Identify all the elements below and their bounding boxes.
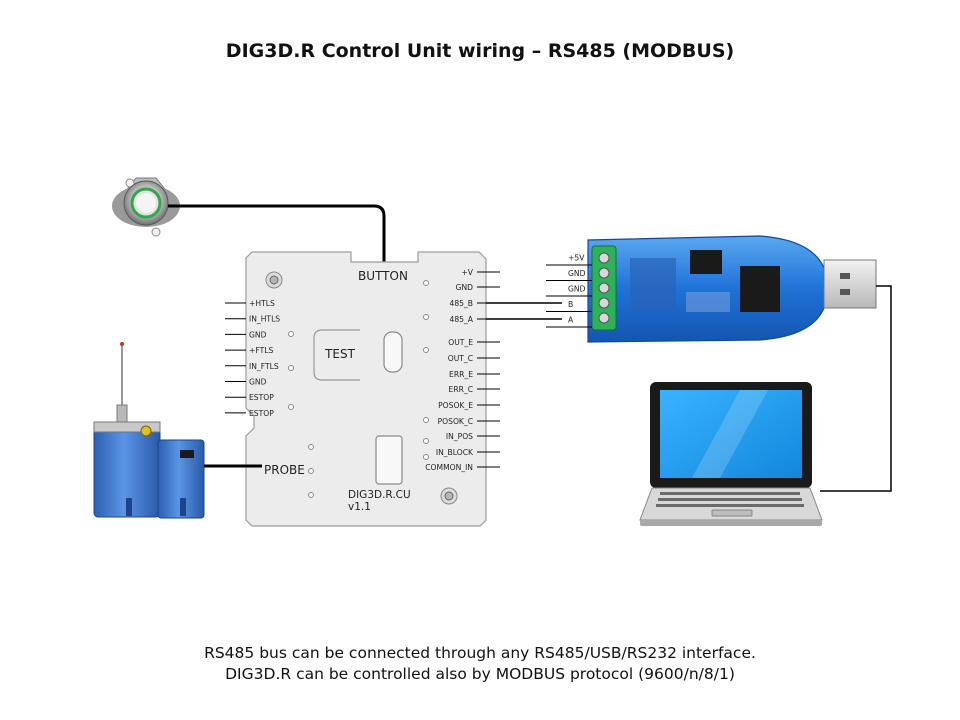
left-pin-ftls-3: +FTLS: [249, 346, 273, 355]
laptop-icon: [639, 382, 823, 526]
caption-line-2: DIG3D.R can be controlled also by MODBUS…: [225, 665, 735, 683]
caption-line-1: RS485 bus can be connected through any R…: [204, 644, 756, 662]
button-cable: [168, 204, 386, 266]
board-version-label: v1.1: [348, 501, 371, 513]
right-pin-err-e-6: ERR_E: [449, 370, 473, 379]
usb-pin-5v-0: +5V: [568, 254, 585, 263]
right-pin-in-pos-10: IN_POS: [446, 432, 473, 441]
right-pin-group: +V GND 485_B 485_A OUT_E OUT_C ERR_E ERR_C POSOK…: [425, 268, 500, 472]
right-pin-v-0: +V: [461, 268, 473, 277]
right-pin-gnd-1: GND: [456, 283, 474, 292]
usb-pin-b-3: B: [568, 300, 573, 309]
usb-pin-gnd-1: GND: [568, 269, 586, 278]
probe-sensor-icon: [93, 342, 205, 519]
usb-pin-group: +5V GND GND BA: [546, 254, 592, 328]
right-pin-posok-c-9: POSOK_C: [438, 417, 473, 426]
right-pin-err-c-7: ERR_C: [449, 385, 473, 394]
right-pin-in-block-11: IN_BLOCK: [436, 448, 474, 457]
right-pin-out-e-4: OUT_E: [448, 338, 473, 347]
right-pin-485-b-2: 485_B: [449, 299, 473, 308]
usb-pin-gnd-2: GND: [568, 285, 586, 294]
left-pin-in-ftls-4: IN_FTLS: [249, 362, 279, 371]
test-button-label: TEST: [324, 347, 356, 361]
left-pin-estop-6: ESTOP: [249, 393, 274, 402]
board-model-label: DIG3D.R.CU: [348, 489, 411, 501]
left-pin-estop-7: ESTOP: [249, 409, 274, 418]
right-pin-posok-e-8: POSOK_E: [438, 401, 473, 410]
left-pin-gnd-2: GND: [249, 330, 267, 339]
left-pin-group: +HTLS IN_HTLS GND +FTLS IN_FTLS GND ESTOP ESTOP: [225, 299, 280, 418]
usb-rs485-adapter-icon: [587, 235, 877, 343]
probe-connector-label: PROBE: [264, 463, 305, 477]
usb-pin-a-4: A: [568, 316, 574, 325]
push-button-icon: [112, 177, 180, 237]
usb-laptop-cable: [820, 285, 892, 492]
right-pin-common-in-12: COMMON_IN: [425, 463, 473, 472]
control-unit-board: BUTTON TEST PROBE DIG3D.R.CU v1.1: [245, 251, 487, 527]
diagram-title: DIG3D.R Control Unit wiring – RS485 (MOD…: [225, 40, 735, 62]
button-connector-label: BUTTON: [358, 269, 408, 283]
left-pin-gnd-5: GND: [249, 378, 267, 387]
right-pin-out-c-5: OUT_C: [448, 354, 473, 363]
caption: RS485 bus can be connected through any R…: [0, 643, 960, 685]
left-pin-in-htls-1: IN_HTLS: [249, 315, 280, 324]
left-pin-htls-0: +HTLS: [249, 299, 275, 308]
right-pin-485-a-3: 485_A: [450, 315, 474, 324]
